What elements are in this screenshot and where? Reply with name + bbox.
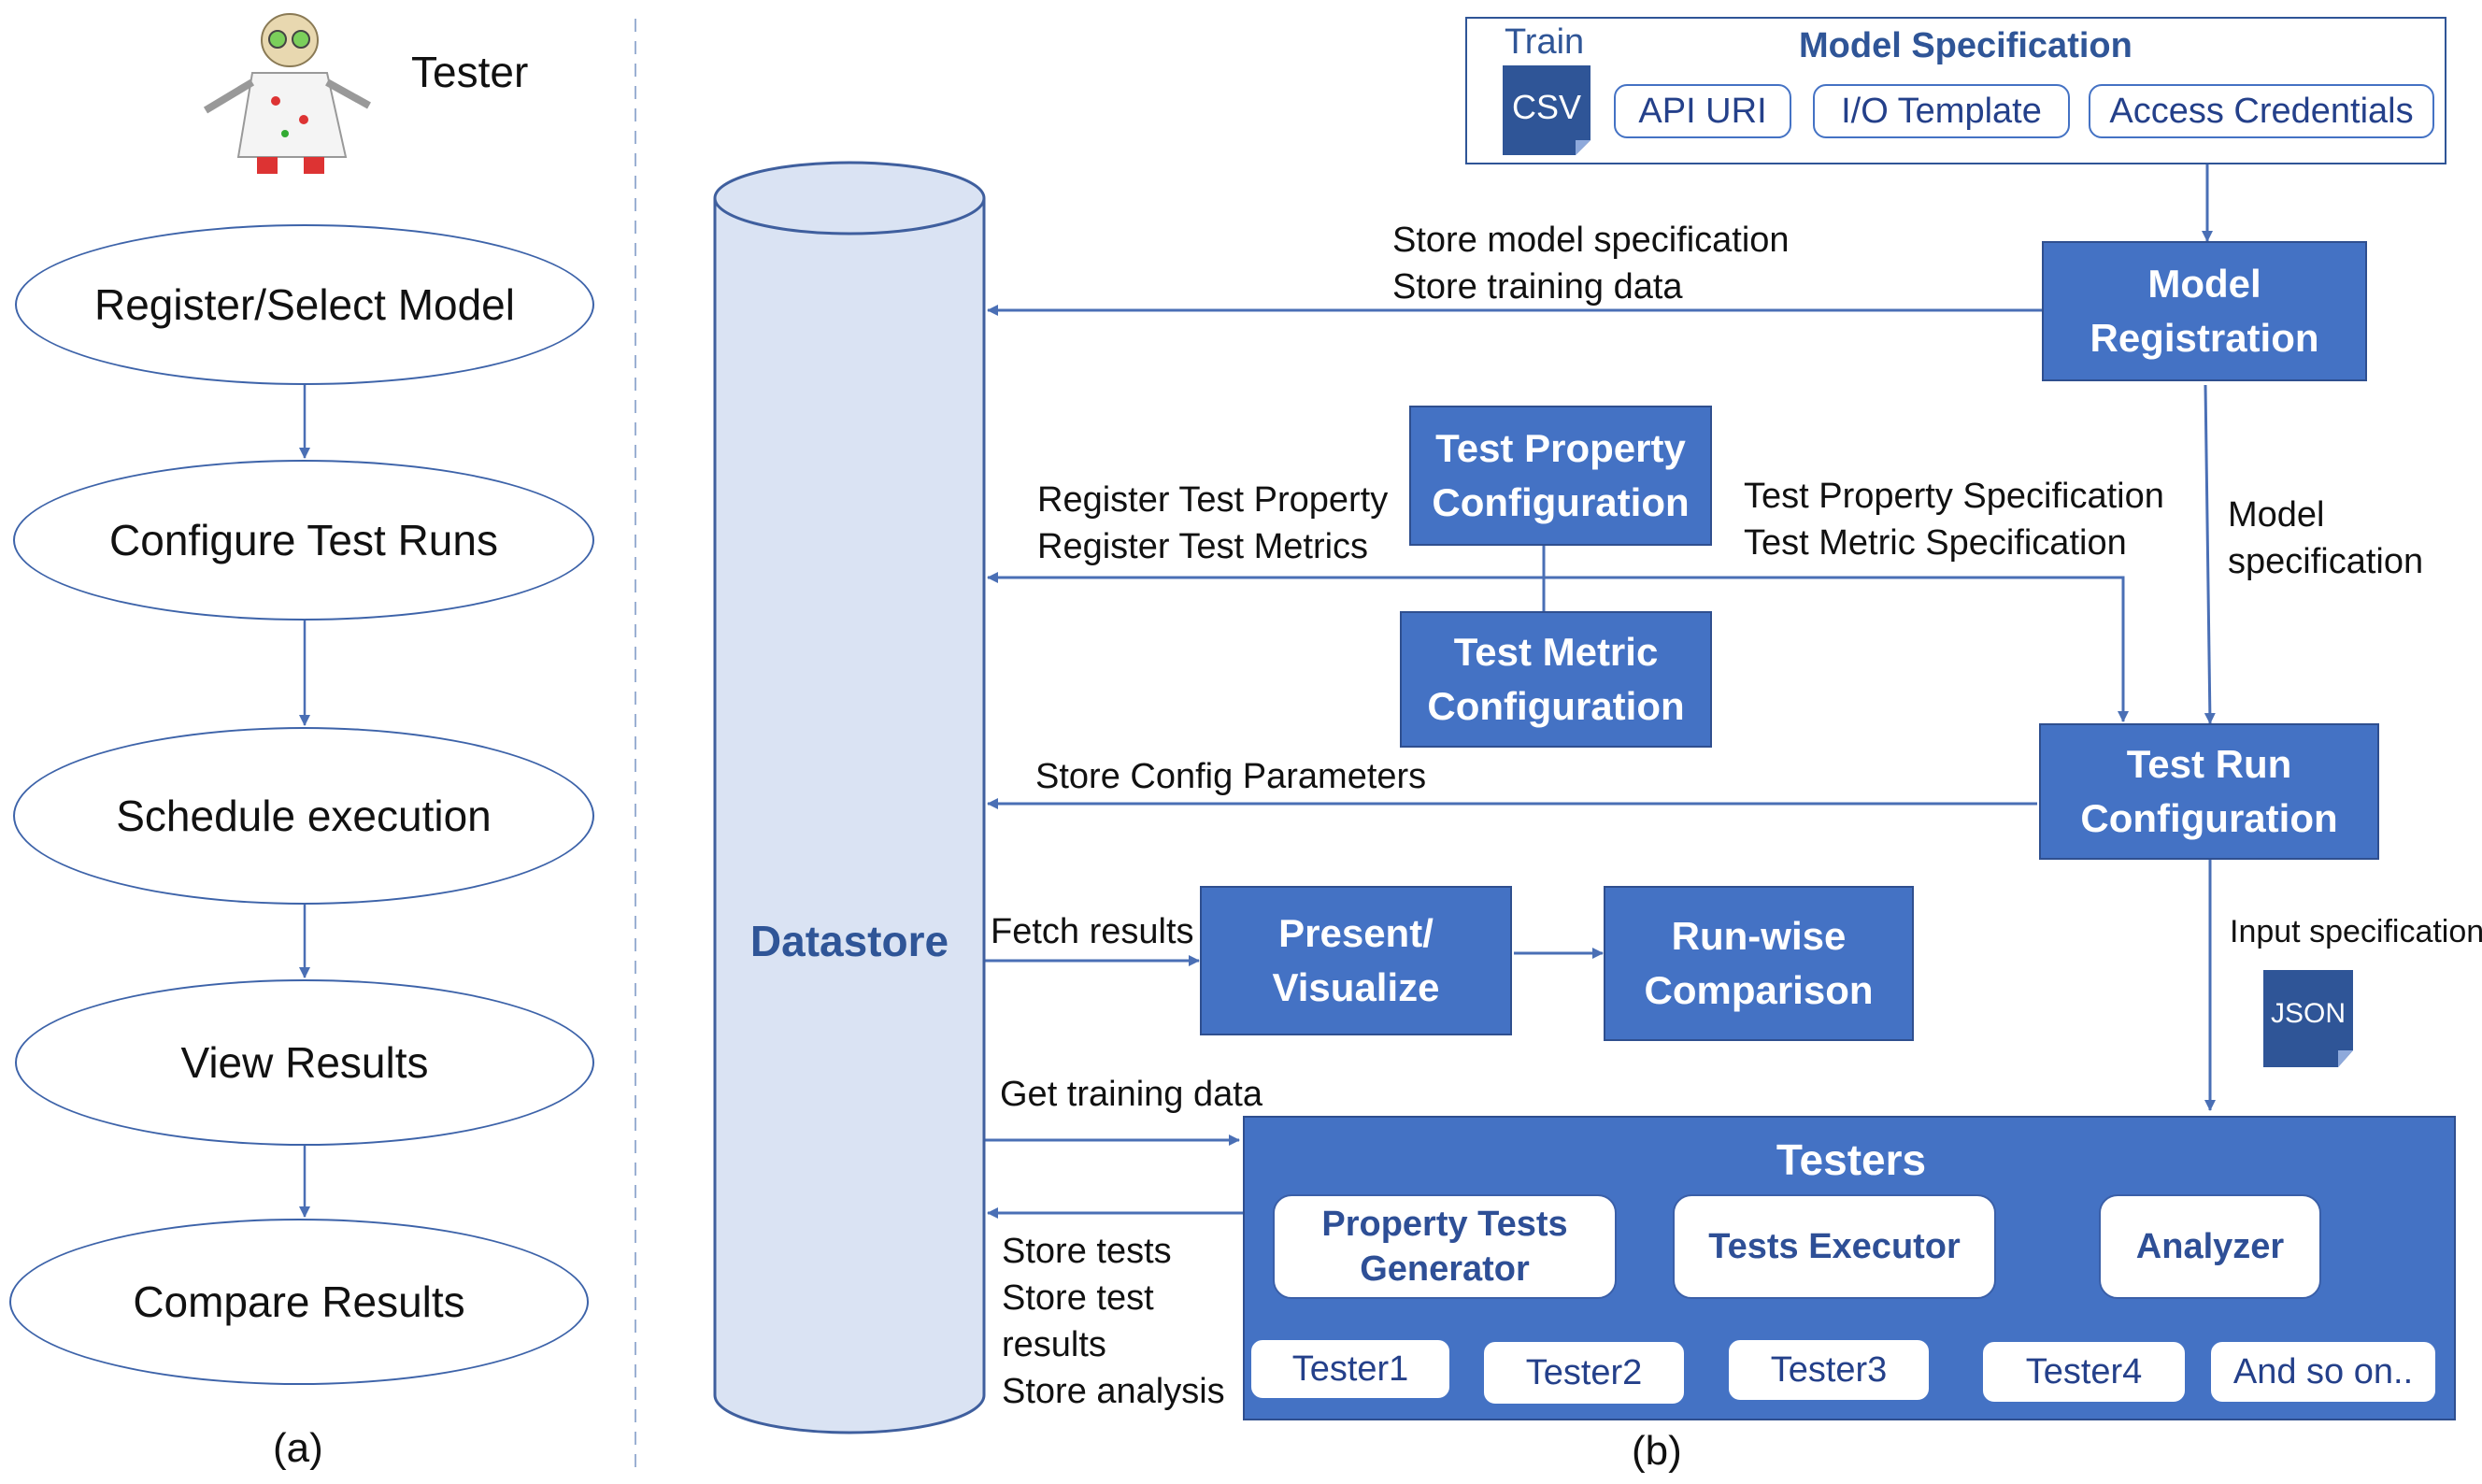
step-label: Configure Test Runs: [109, 516, 498, 564]
tester-instance-4: Tester4: [1981, 1340, 2187, 1404]
label-store-tests: Store tests: [1002, 1232, 1172, 1271]
label-results: results: [1002, 1325, 1106, 1364]
box-line: Configuration: [1432, 480, 1690, 524]
instance-label: Tester1: [1291, 1348, 1409, 1389]
box-line: Test Property: [1435, 426, 1686, 470]
label-model: Model: [2228, 495, 2325, 535]
label-store-model-spec: Store model specification: [1392, 221, 1790, 260]
label-input-specification: Input specification: [2230, 914, 2482, 949]
step-view-results: View Results: [15, 979, 594, 1146]
runwise-comparison-box: Run-wise Comparison: [1604, 886, 1914, 1041]
box-line: Present/: [1278, 911, 1434, 955]
property-tests-generator-box: Property Tests Generator: [1273, 1194, 1617, 1299]
caption-a: (a): [273, 1425, 323, 1471]
component-label: Analyzer: [2135, 1227, 2285, 1266]
step-label: Compare Results: [133, 1277, 465, 1326]
instance-label: Tester3: [1770, 1349, 1888, 1390]
label-test-metric-spec: Test Metric Specification: [1744, 523, 2127, 563]
box-line: Comparison: [1644, 968, 1874, 1012]
spec-item-label: Access Credentials: [2109, 91, 2414, 131]
step-register-select-model: Register/Select Model: [15, 224, 594, 385]
label-get-training-data: Get training data: [1000, 1075, 1262, 1114]
step-label: Register/Select Model: [94, 280, 515, 329]
spec-io-template: I/O Template: [1813, 84, 2070, 138]
box-line: Test Run: [2126, 742, 2292, 786]
label-register-test-metrics: Register Test Metrics: [1037, 527, 1369, 566]
label-store-config-parameters: Store Config Parameters: [1035, 757, 1427, 796]
cylinder-shape: [713, 161, 986, 1434]
box-line: Registration: [2090, 316, 2319, 360]
component-label: Property Tests Generator: [1321, 1205, 1568, 1289]
test-run-configuration-box: Test Run Configuration: [2039, 723, 2379, 860]
spec-api-uri: API URI: [1614, 84, 1791, 138]
test-property-configuration-box: Test Property Configuration: [1409, 406, 1712, 546]
present-visualize-box: Present/ Visualize: [1200, 886, 1512, 1035]
datastore-label: Datastore: [749, 917, 949, 965]
tester-avatar: [187, 7, 421, 180]
instance-label: Tester4: [2025, 1351, 2143, 1391]
box-line: Visualize: [1272, 965, 1440, 1009]
label-store-training-data: Store training data: [1392, 267, 1683, 307]
box-line: Configuration: [1427, 684, 1685, 728]
model-registration-box: Model Registration: [2042, 241, 2367, 381]
json-document-icon: JSON: [2263, 970, 2353, 1067]
model-specification-panel: Model Specification Train CSV API URI I/…: [1465, 17, 2446, 164]
label-test-property-spec: Test Property Specification: [1744, 477, 2164, 516]
step-label: View Results: [180, 1038, 429, 1087]
tester-instance-1: Tester1: [1249, 1338, 1451, 1400]
tests-executor-box: Tests Executor: [1673, 1194, 1996, 1299]
datastore-cylinder: Datastore: [712, 159, 987, 1434]
label-store-test: Store test: [1002, 1278, 1154, 1318]
analyzer-box: Analyzer: [2099, 1194, 2321, 1299]
testers-title: Testers: [1776, 1135, 1927, 1184]
label-register-test-property: Register Test Property: [1037, 480, 1389, 520]
box-line: Test Metric: [1453, 630, 1659, 674]
tester-instance-3: Tester3: [1727, 1338, 1931, 1402]
step-label: Schedule execution: [116, 792, 492, 840]
test-metric-configuration-box: Test Metric Configuration: [1400, 611, 1712, 748]
label-specification: specification: [2228, 542, 2424, 581]
tester-label: Tester: [411, 48, 529, 96]
model-specification-title: Model Specification: [1799, 26, 2133, 65]
box-line: Run-wise: [1671, 914, 1847, 958]
csv-label: CSV: [1511, 88, 1582, 126]
tester-instance-more: And so on..: [2209, 1340, 2437, 1404]
train-label: Train: [1505, 22, 1585, 62]
json-label: JSON: [2270, 998, 2346, 1029]
step-schedule-execution: Schedule execution: [13, 727, 594, 905]
box-line: Configuration: [2080, 796, 2338, 840]
instance-label: Tester2: [1525, 1352, 1643, 1392]
step-compare-results: Compare Results: [9, 1219, 589, 1385]
spec-item-label: API URI: [1638, 91, 1767, 131]
caption-b: (b): [1632, 1428, 1682, 1474]
box-line: Model: [2147, 262, 2261, 306]
label-fetch-results: Fetch results: [991, 912, 1194, 951]
csv-document-icon: CSV: [1503, 65, 1590, 155]
label-store-analysis: Store analysis: [1002, 1372, 1225, 1411]
tester-instance-2: Tester2: [1482, 1340, 1686, 1406]
instance-label: And so on..: [2232, 1351, 2414, 1391]
testers-container: Testers Property Tests Generator Tests E…: [1243, 1116, 2456, 1420]
step-configure-test-runs: Configure Test Runs: [13, 460, 594, 621]
component-label: Tests Executor: [1708, 1227, 1961, 1266]
spec-item-label: I/O Template: [1841, 91, 2042, 131]
spec-access-credentials: Access Credentials: [2089, 84, 2434, 138]
